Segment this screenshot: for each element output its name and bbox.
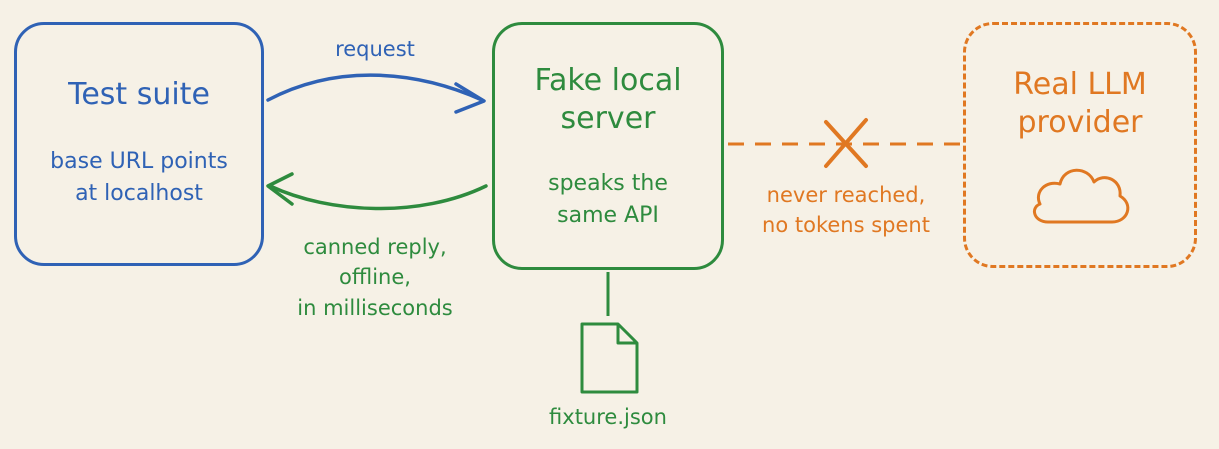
- request-arrow-head: [454, 82, 486, 114]
- fixture-label: fixture.json: [549, 405, 667, 429]
- real-provider-node: [963, 22, 1197, 268]
- reply-label: canned reply, offline, in milliseconds: [297, 235, 453, 320]
- test-suite-subtitle: base URL points at localhost: [50, 149, 228, 206]
- fake-server-node: [492, 22, 724, 270]
- request-arrow: [266, 73, 484, 102]
- request-label: request: [335, 37, 415, 61]
- real-provider-title: Real LLM provider: [1013, 67, 1147, 140]
- test-suite-node: [14, 22, 264, 266]
- file-icon: [580, 322, 639, 394]
- reply-arrow-head: [266, 172, 294, 206]
- cross-icon: [824, 118, 868, 168]
- cloud-icon: [1032, 168, 1130, 224]
- blocked-label: never reached, no tokens spent: [762, 183, 930, 238]
- test-suite-title: Test suite: [68, 77, 210, 112]
- fake-server-subtitle: speaks the same API: [548, 171, 668, 228]
- fake-server-title: Fake local server: [534, 63, 682, 136]
- reply-arrow: [268, 184, 488, 211]
